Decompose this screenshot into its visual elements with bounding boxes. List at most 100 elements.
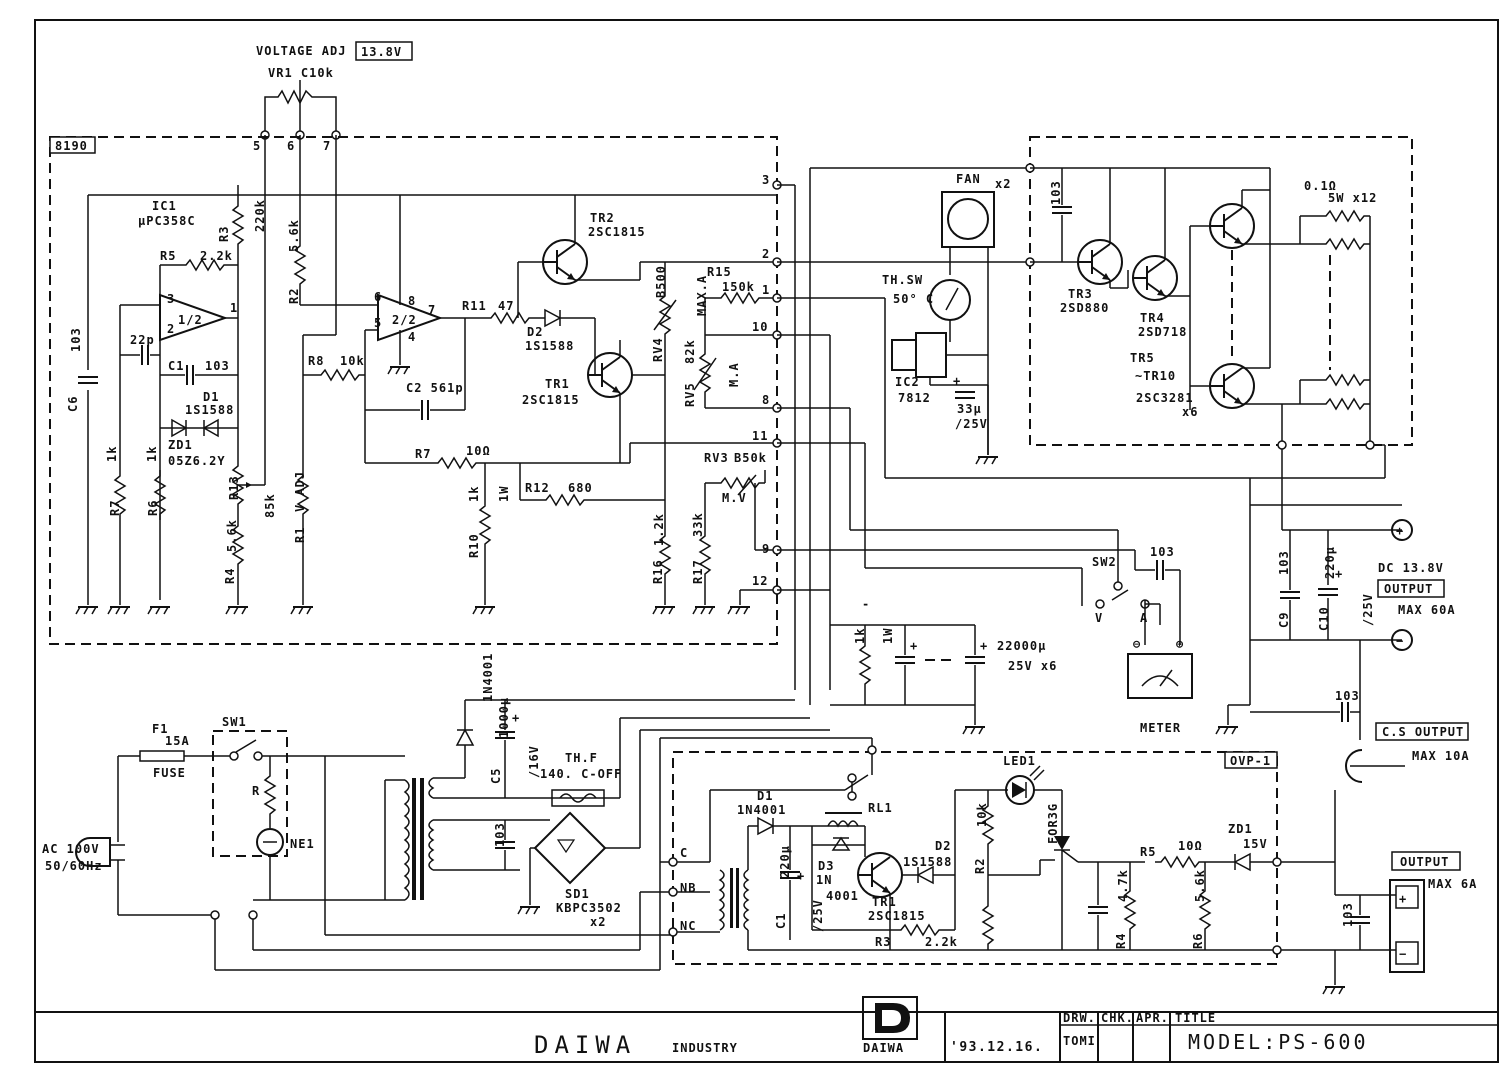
- meter-minus: ⊖: [1133, 637, 1141, 651]
- r3-label: R3: [217, 226, 231, 242]
- tr2-label: TR2: [590, 211, 615, 225]
- c103-heatsink: 103: [1049, 180, 1063, 205]
- c10-value: 220µ: [1323, 546, 1337, 579]
- r7a-value: 1k: [105, 446, 119, 462]
- company-suffix: INDUSTRY: [672, 1041, 738, 1055]
- pin-7: 7: [323, 139, 331, 153]
- ovp-r6-label: R6: [1191, 933, 1205, 949]
- c33-label: 33µ: [957, 402, 982, 416]
- output-6a-terminal-block[interactable]: [1389, 879, 1425, 973]
- c33-plus: +: [953, 374, 961, 388]
- r13-label: R13: [227, 475, 241, 500]
- ic2-value: 7812: [898, 391, 931, 405]
- r2-value: 5.6k: [287, 219, 301, 252]
- dc-output-plus-terminal[interactable]: [1391, 519, 1413, 541]
- r7b-value: 10Ω: [466, 444, 491, 458]
- conn-pin-2: 2: [762, 247, 770, 261]
- rv4-label: RV4: [651, 337, 665, 362]
- bank-c1-plus: +: [910, 639, 918, 653]
- f1-label: F1: [152, 722, 168, 736]
- bank-cap-voltage: 25V x6: [1008, 659, 1057, 673]
- minus-sign: −: [1396, 634, 1404, 648]
- approved-header: APR.: [1136, 1011, 1169, 1025]
- cs-output-jack[interactable]: [1345, 749, 1363, 783]
- ovp-board-label: OVP-1: [1230, 754, 1271, 768]
- sd1-label: SD1: [565, 887, 590, 901]
- sw1-r-label: R: [252, 784, 260, 798]
- thermal-fuse-icon: [551, 789, 605, 807]
- tr1-value: 2SC1815: [522, 393, 580, 407]
- dc-output-minus-terminal[interactable]: [1391, 629, 1413, 651]
- bank-cap-value: 22000µ: [997, 639, 1046, 653]
- ovp-c1-voltage: /25V: [811, 899, 825, 932]
- checked-header: CHK.: [1101, 1011, 1134, 1025]
- zd1-value: 05Z6.2Y: [168, 454, 226, 468]
- r4-label: R4: [223, 568, 237, 584]
- board-8190-label: 8190: [55, 139, 88, 153]
- op2-pin4: 4: [408, 330, 416, 344]
- rv5-value: 82k: [683, 339, 697, 364]
- sw2-label: SW2: [1092, 555, 1117, 569]
- bank-c6-plus: +: [980, 639, 988, 653]
- op2-label: 2/2: [392, 313, 417, 327]
- c5-plus: +: [512, 711, 520, 725]
- r6-label: R6: [146, 500, 160, 516]
- ne1-label: NE1: [290, 837, 315, 851]
- zd1-label: ZD1: [168, 438, 193, 452]
- r17-value: 33k: [691, 512, 705, 537]
- r8-label: R8: [308, 354, 324, 368]
- output-6a-minus: −: [1399, 947, 1407, 961]
- r7b-label: R7: [415, 447, 431, 461]
- d1-label: D1: [203, 390, 219, 404]
- ovp-pin-c: C: [680, 846, 688, 860]
- pin-5: 5: [253, 139, 261, 153]
- vr1-label: VR1 C10k: [268, 66, 334, 80]
- c9-value: 103: [1277, 550, 1291, 575]
- r10-label: R10: [467, 533, 481, 558]
- d3-label: D3: [818, 859, 834, 873]
- fuse-label: FUSE: [153, 766, 186, 780]
- ovp-c1-label: C1: [774, 913, 788, 929]
- r12-value: 680: [568, 481, 593, 495]
- conn-pin-9: 9: [762, 542, 770, 556]
- emitter-res-label: 0.1Ω: [1304, 179, 1337, 193]
- r11-value: 47: [498, 299, 514, 313]
- rl1-label: RL1: [868, 801, 893, 815]
- op1-label: 1/2: [178, 313, 203, 327]
- fan-label: FAN: [956, 172, 981, 186]
- ovp-tr1-value: 2SC1815: [868, 909, 926, 923]
- ovp-tr1-label: TR1: [872, 895, 897, 909]
- dc-voltage-label: DC 13.8V: [1378, 561, 1444, 575]
- ovp-zd1-value: 15V: [1243, 837, 1268, 851]
- r15-label: R15: [707, 265, 732, 279]
- sw1-box: [212, 730, 288, 857]
- op2-pin7: 7: [428, 303, 436, 317]
- r10-value: 1k: [467, 486, 481, 502]
- rv3-label: RV3: [704, 451, 729, 465]
- ovp-r2-label: R2: [973, 858, 987, 874]
- c5-value: 1000µ: [497, 697, 511, 738]
- conn-pin-12: 12: [752, 574, 768, 588]
- d3-value: 1N: [816, 873, 832, 887]
- conn-pin-1: 1: [762, 283, 770, 297]
- c22p-label: 22p: [130, 333, 155, 347]
- tr5-qty: x6: [1182, 405, 1198, 419]
- ic2-label: IC2: [895, 375, 920, 389]
- r16-value: 1.2k: [652, 513, 666, 546]
- r4-value: 5.6k: [225, 519, 239, 552]
- sw1-label[interactable]: SW1: [222, 715, 247, 729]
- daiwa-logo: [862, 996, 918, 1040]
- op2-pin8: 8: [408, 294, 416, 308]
- title-header: TITLE: [1175, 1011, 1216, 1025]
- r13-value: 85k: [263, 493, 277, 518]
- c10-plus: +: [1335, 567, 1343, 581]
- c103-ac: 103: [493, 822, 507, 847]
- thsw-value: 50° C: [893, 292, 934, 306]
- bleeder-wattage: 1W: [881, 628, 895, 644]
- r6-value: 1k: [145, 446, 159, 462]
- bridge-rectifier-icon: [533, 811, 607, 885]
- ac-input-label: AC 100V: [42, 842, 100, 856]
- op1-pin1: 1: [230, 301, 238, 315]
- c10-label: C10: [1317, 606, 1331, 631]
